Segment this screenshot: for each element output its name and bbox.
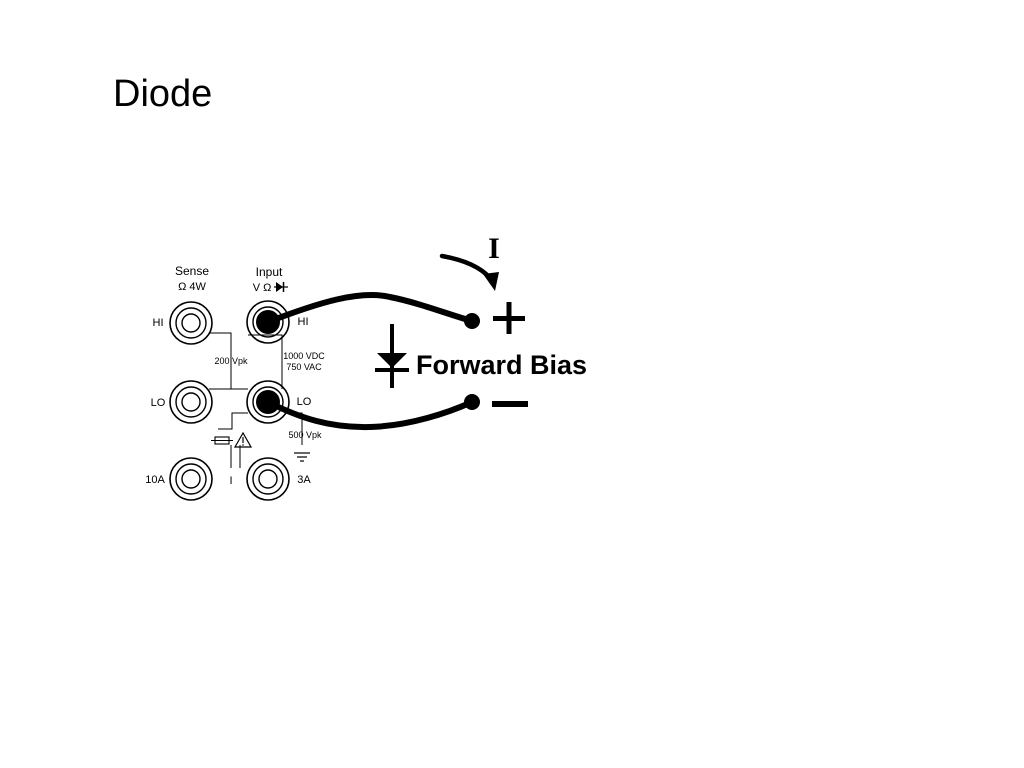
multimeter-panel: Sense Ω 4W Input V Ω [145,264,325,501]
negative-probe-tip [464,394,480,410]
input-subheader: V Ω [253,282,272,294]
positive-probe-tip [464,313,480,329]
rating-500vpk: 500 Vpk [288,430,322,440]
negative-lead-wire [265,399,475,431]
jack-10a[interactable] [169,457,213,501]
positive-lead-wire [265,292,475,325]
forward-bias-label: Forward Bias [416,350,587,380]
input-diode-icon [274,282,288,292]
input-lo-plug [256,390,280,414]
sense-header: Sense [175,264,209,278]
ground-icon [294,452,310,462]
input-lo-label: LO [297,396,312,408]
jack-3a[interactable] [246,457,290,501]
diode-symbol [375,324,409,388]
input-lo-jack[interactable] [246,380,290,424]
sense-hi-label: HI [153,317,164,329]
input-hi-plug [256,310,280,334]
rating-750vac: 750 VAC [286,362,322,372]
panel-connector-lines [209,332,303,468]
input-hi-jack[interactable] [246,300,290,344]
current-arrow [439,253,499,291]
current-label: I [488,232,500,265]
rating-1000vdc: 1000 VDC [283,351,325,361]
jack-3a-label: 3A [297,474,311,486]
current-i-label: I [229,475,232,487]
warning-icon [233,431,253,448]
fuse-icon [211,436,233,445]
input-hi-label: HI [298,316,309,328]
test-leads [256,292,480,431]
sense-hi-jack[interactable] [169,301,213,345]
plus-sign [493,302,525,334]
minus-sign [492,401,528,407]
slide-title: Diode [113,73,213,115]
sense-lo-label: LO [151,397,166,409]
jack-10a-label: 10A [145,474,165,486]
rating-200vpk: 200 Vpk [214,356,248,366]
sense-lo-jack[interactable] [169,380,213,424]
input-header: Input [256,265,283,279]
sense-subheader: Ω 4W [178,281,206,293]
